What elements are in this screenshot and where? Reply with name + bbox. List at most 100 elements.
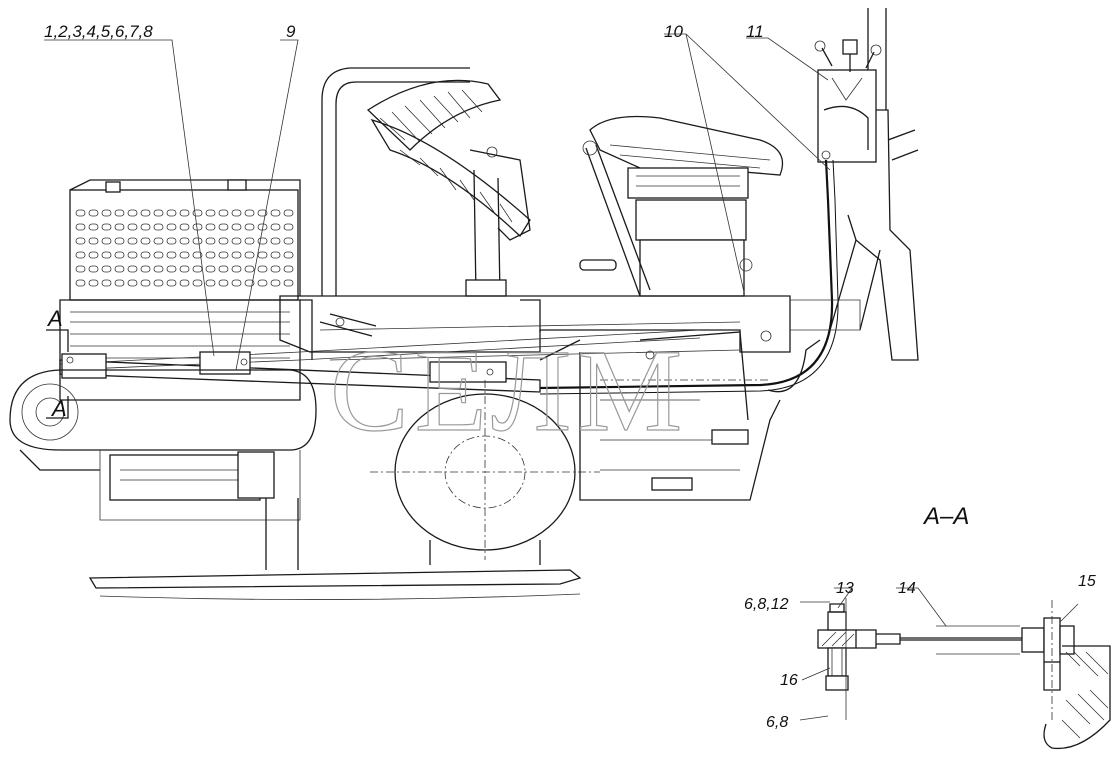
callout-6-8: 6,8 bbox=[766, 714, 788, 731]
radiator-fin-slot bbox=[179, 223, 190, 231]
section-mark-upper: A bbox=[46, 306, 63, 331]
radiator-fin-slot bbox=[270, 279, 281, 287]
chassis-frame bbox=[59, 295, 791, 421]
radiator-fin-slot bbox=[205, 237, 216, 245]
front-housing bbox=[9, 369, 317, 570]
right-frame-column bbox=[829, 8, 919, 361]
radiator-fin-slot bbox=[270, 265, 281, 273]
radiator-fin-slot bbox=[166, 209, 177, 217]
radiator-fin-slot bbox=[231, 237, 242, 245]
callout-13: 13 bbox=[836, 580, 854, 597]
leader-lines bbox=[44, 33, 831, 371]
radiator-fin-slot bbox=[231, 265, 242, 273]
callout-labels: 1,2,3,4,5,6,7,8 9 10 11 A–A 13 14 15 6,8… bbox=[44, 22, 1096, 731]
part-11-bracket bbox=[814, 39, 882, 163]
radiator-fin-slot bbox=[101, 279, 112, 287]
radiator-fin-slot bbox=[257, 265, 268, 273]
radiator-fin-slot bbox=[257, 209, 268, 217]
radiator-fin-slot bbox=[127, 279, 138, 287]
radiator-fin-slot bbox=[114, 279, 125, 287]
radiator-fin-slot bbox=[75, 223, 86, 231]
radiator-fin-slot bbox=[114, 237, 125, 245]
radiator-fin-slot bbox=[205, 265, 216, 273]
radiator-fin-slot bbox=[205, 279, 216, 287]
radiator-fin-slot bbox=[244, 265, 255, 273]
radiator-fin-slot bbox=[205, 209, 216, 217]
radiator-fin-slot bbox=[75, 251, 86, 259]
callout-1-8: 1,2,3,4,5,6,7,8 bbox=[44, 22, 153, 41]
radiator-fin-slot bbox=[270, 209, 281, 217]
section-mark-lower: A bbox=[50, 396, 67, 421]
radiator-fin-slot bbox=[88, 279, 99, 287]
radiator-fin-slot bbox=[127, 237, 138, 245]
radiator-fin-slot bbox=[75, 279, 86, 287]
radiator-fin-slot bbox=[140, 251, 151, 259]
radiator-fin-slot bbox=[218, 265, 229, 273]
radiator-fin-slot bbox=[127, 265, 138, 273]
radiator-fin-slot bbox=[179, 251, 190, 259]
radiator-fin-slot bbox=[140, 237, 151, 245]
seat bbox=[579, 115, 784, 297]
radiator-fin-slot bbox=[283, 237, 294, 245]
radiator-fin-slot bbox=[140, 279, 151, 287]
radiator-fin-slot bbox=[75, 209, 86, 217]
radiator-fin-slot bbox=[179, 265, 190, 273]
radiator-fin-slot bbox=[283, 209, 294, 217]
callout-14: 14 bbox=[898, 580, 916, 597]
radiator-fin-slot bbox=[231, 223, 242, 231]
callout-16: 16 bbox=[780, 672, 798, 689]
radiator-fin-slot bbox=[88, 237, 99, 245]
radiator-fin-slot bbox=[101, 223, 112, 231]
radiator-fin-slot bbox=[192, 251, 203, 259]
radiator-fin-slot bbox=[153, 223, 164, 231]
radiator-fin-slot bbox=[192, 209, 203, 217]
watermark: СЕЛМ bbox=[330, 325, 688, 456]
radiator-fin-slot bbox=[114, 223, 125, 231]
radiator-fin-slot bbox=[140, 209, 151, 217]
radiator-fin-slot bbox=[283, 265, 294, 273]
radiator-fin-slot bbox=[283, 223, 294, 231]
radiator-fin-slot bbox=[192, 279, 203, 287]
radiator-fin-slot bbox=[179, 237, 190, 245]
radiator-fin-slot bbox=[205, 223, 216, 231]
radiator-fin-slot bbox=[283, 251, 294, 259]
rollover-bar bbox=[321, 67, 470, 296]
radiator-fin-slot bbox=[270, 251, 281, 259]
radiator-fin-slot bbox=[244, 237, 255, 245]
radiator-fin-slot bbox=[218, 279, 229, 287]
radiator-fin-slot bbox=[283, 279, 294, 287]
radiator-fin-slot bbox=[192, 237, 203, 245]
callout-9: 9 bbox=[286, 22, 296, 41]
radiator-fin-slot bbox=[101, 265, 112, 273]
radiator-fin-slot bbox=[153, 237, 164, 245]
radiator-fin-slot bbox=[101, 237, 112, 245]
radiator-fin-slot bbox=[114, 251, 125, 259]
radiator-fin-slot bbox=[244, 279, 255, 287]
callout-11: 11 bbox=[746, 22, 764, 41]
radiator-fin-slot bbox=[257, 279, 268, 287]
radiator-fin-slot bbox=[166, 223, 177, 231]
radiator-fin-slot bbox=[231, 251, 242, 259]
wheel bbox=[370, 380, 600, 565]
radiator-fin-slot bbox=[153, 279, 164, 287]
radiator-fin-slot bbox=[179, 209, 190, 217]
callout-10: 10 bbox=[664, 22, 683, 41]
radiator-fin-slot bbox=[270, 223, 281, 231]
rear-section bbox=[579, 299, 861, 501]
radiator-fin-slot bbox=[166, 265, 177, 273]
radiator-fin-slot bbox=[270, 237, 281, 245]
radiator-fin-slot bbox=[179, 279, 190, 287]
radiator bbox=[59, 179, 301, 401]
callout-6-8-12: 6,8,12 bbox=[744, 596, 789, 613]
section-title: A–A bbox=[922, 503, 969, 530]
radiator-fin-slot bbox=[127, 209, 138, 217]
callout-15: 15 bbox=[1078, 573, 1096, 590]
radiator-fin-slot bbox=[244, 209, 255, 217]
radiator-fin-slot bbox=[218, 223, 229, 231]
ground-skid bbox=[88, 569, 582, 600]
radiator-fin-slot bbox=[114, 209, 125, 217]
radiator-fin-slot bbox=[88, 223, 99, 231]
radiator-fin-slot bbox=[140, 265, 151, 273]
